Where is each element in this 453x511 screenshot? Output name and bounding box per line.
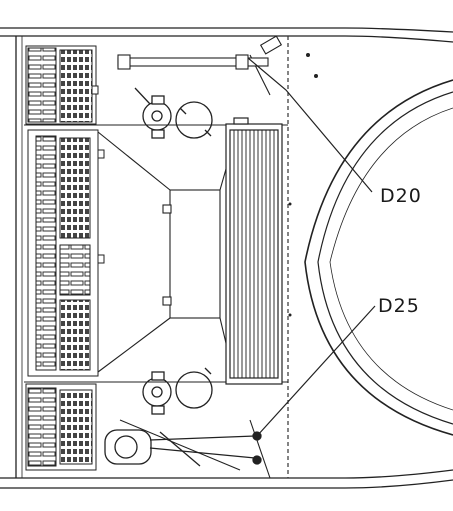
hose-assembly [104,429,262,467]
callout-d20: D20 [380,185,422,207]
upper-valve-pair [134,87,213,139]
left-bottom-cabinet [25,383,97,471]
lower-valve-pair [142,367,213,415]
callout-d25: D25 [378,295,420,317]
d25-leader [256,305,376,437]
left-top-cabinet [25,45,99,125]
outer-frame [0,27,453,489]
d20-leader [247,57,373,193]
top-rod-assembly [117,35,283,70]
curved-wall [304,79,453,436]
detail-dots [288,53,318,317]
left-main-cabinet [27,129,105,377]
leader-lines [247,57,376,437]
heat-exchanger [225,117,283,385]
